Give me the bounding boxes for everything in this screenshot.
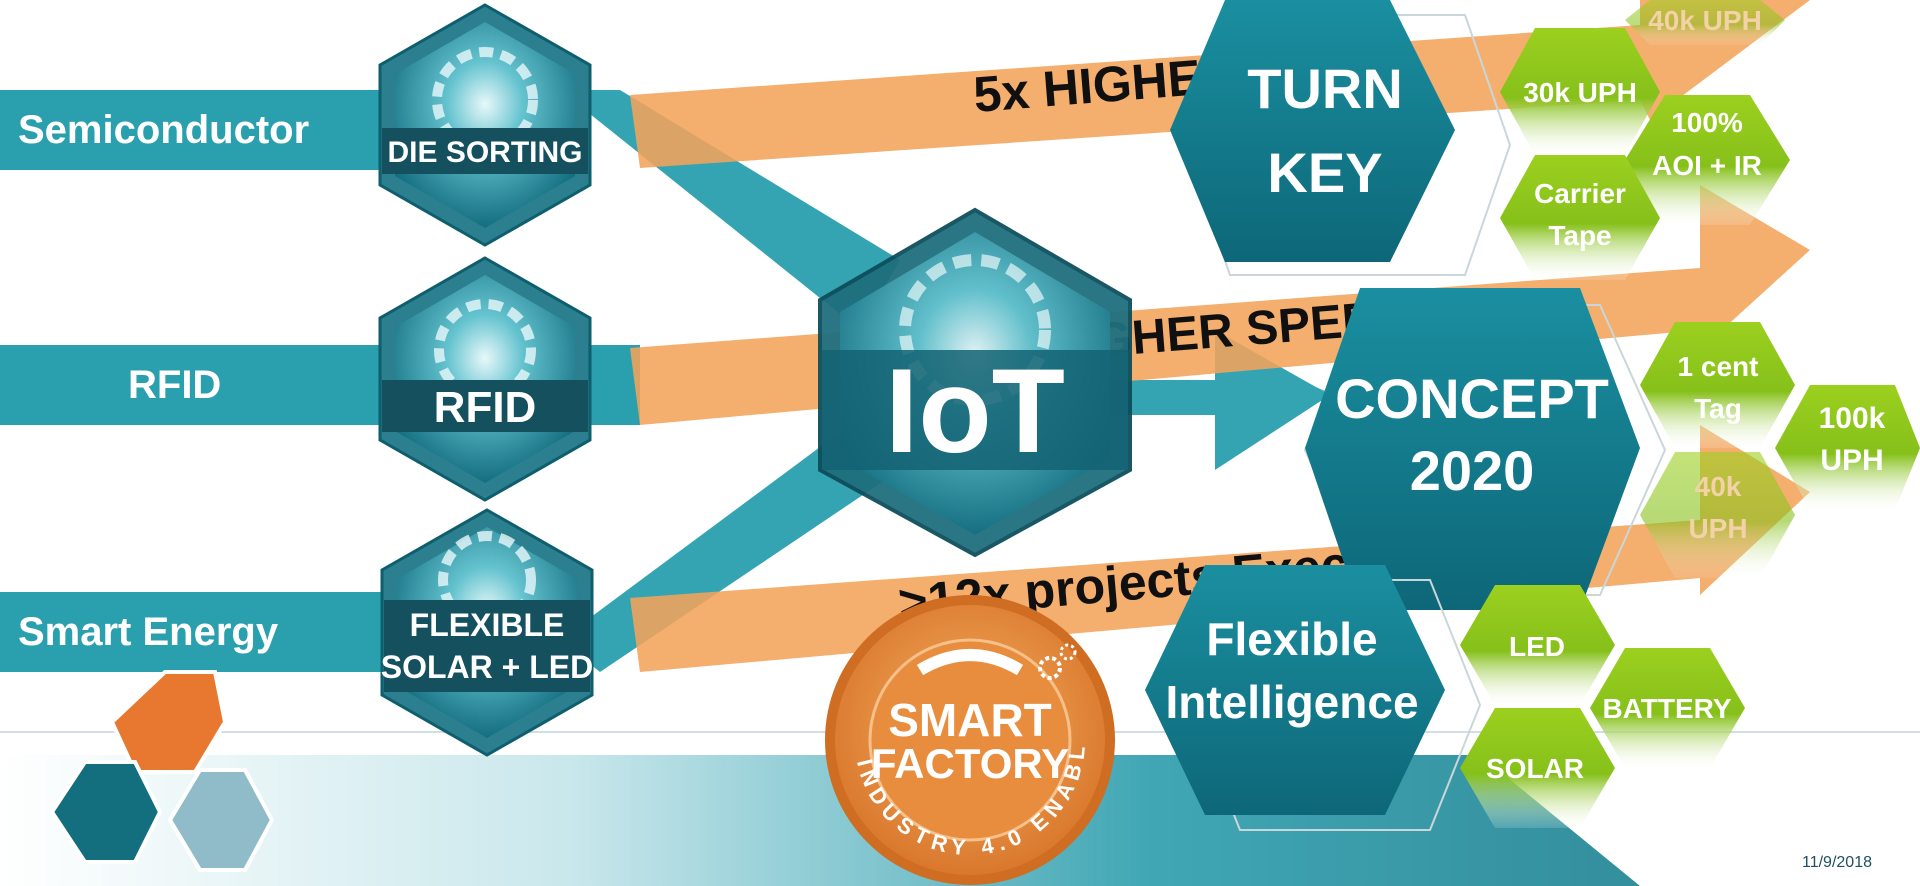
turn-key-line2: KEY: [1267, 141, 1382, 204]
smart-factory-line2: FACTORY: [871, 740, 1069, 787]
row-semiconductor: Semiconductor: [0, 90, 400, 170]
feature-30k: 30k UPH: [1500, 28, 1660, 155]
feature-battery-label: BATTERY: [1602, 693, 1731, 724]
badge-die-sorting-label: DIE SORTING: [387, 136, 582, 169]
feature-40k-top: 40k UPH: [1625, 0, 1785, 45]
badge-rfid-label: RFID: [434, 383, 537, 432]
feature-40k-line2: UPH: [1688, 513, 1747, 544]
feature-led-label: LED: [1509, 631, 1565, 662]
row-label-smart-energy: Smart Energy: [18, 610, 279, 654]
concept-line2: 2020: [1410, 439, 1535, 502]
badge-die-sorting: DIE SORTING: [378, 3, 592, 247]
turn-key-line1: TURN: [1247, 57, 1403, 120]
feature-30k-label: 30k UPH: [1523, 77, 1637, 108]
feature-aoi: 100% AOI + IR: [1625, 95, 1790, 225]
feature-carrier-tape: Carrier Tape: [1500, 155, 1660, 280]
concept-line1: CONCEPT: [1335, 367, 1609, 430]
row-label-semiconductor: Semiconductor: [18, 108, 309, 152]
feature-100k-line1: 100k: [1819, 402, 1886, 435]
footer-date: 11/9/2018: [1802, 854, 1872, 871]
iot-label: IoT: [885, 344, 1065, 478]
hex-concept-2020: CONCEPT 2020: [1303, 288, 1667, 610]
feature-battery: BATTERY: [1590, 648, 1745, 768]
feature-carrier-line2: Tape: [1548, 220, 1611, 251]
badge-flexible-solar-led: FLEXIBLE SOLAR + LED: [380, 508, 594, 757]
badge-flexible-line1: FLEXIBLE: [410, 607, 565, 643]
feature-led: LED: [1460, 585, 1615, 705]
smart-factory-line1: SMART: [888, 694, 1052, 746]
feature-cent-line1: 1 cent: [1678, 351, 1759, 382]
flex-line2: Intelligence: [1165, 676, 1418, 728]
logo-hexagons: [49, 670, 275, 872]
badge-flexible-line2: SOLAR + LED: [381, 649, 593, 685]
feature-aoi-line1: 100%: [1671, 107, 1743, 138]
hex-turn-key: TURN KEY: [1170, 0, 1512, 276]
flex-line1: Flexible: [1206, 613, 1377, 665]
row-label-rfid: RFID: [128, 363, 221, 407]
feature-solar: SOLAR: [1460, 708, 1615, 828]
badge-rfid: RFID: [378, 256, 592, 502]
row-smart-energy: Smart Energy: [0, 592, 400, 672]
feature-40k-line1: 40k: [1695, 471, 1742, 502]
feature-solar-label: SOLAR: [1486, 753, 1584, 784]
feature-1-cent-tag: 1 cent Tag: [1640, 322, 1795, 448]
feature-hexes: 40k UPH 30k UPH 100% AOI + IR Carrier Ta…: [1460, 0, 1920, 828]
iot-hub: IoT: [818, 207, 1132, 558]
feature-40k-top-label: 40k UPH: [1648, 5, 1762, 36]
feature-40k: 40k UPH: [1640, 452, 1795, 578]
feature-aoi-line2: AOI + IR: [1652, 150, 1762, 181]
feature-100k: 100k UPH: [1775, 385, 1920, 510]
feature-carrier-line1: Carrier: [1534, 178, 1626, 209]
feature-cent-line2: Tag: [1694, 393, 1742, 424]
gear-icon: [1038, 656, 1062, 680]
hex-flexible-intelligence: Flexible Intelligence: [1145, 565, 1482, 831]
gauge-arc-icon: [916, 649, 1024, 676]
gear-small-icon: [1059, 643, 1077, 661]
feature-100k-line2: UPH: [1820, 444, 1883, 477]
